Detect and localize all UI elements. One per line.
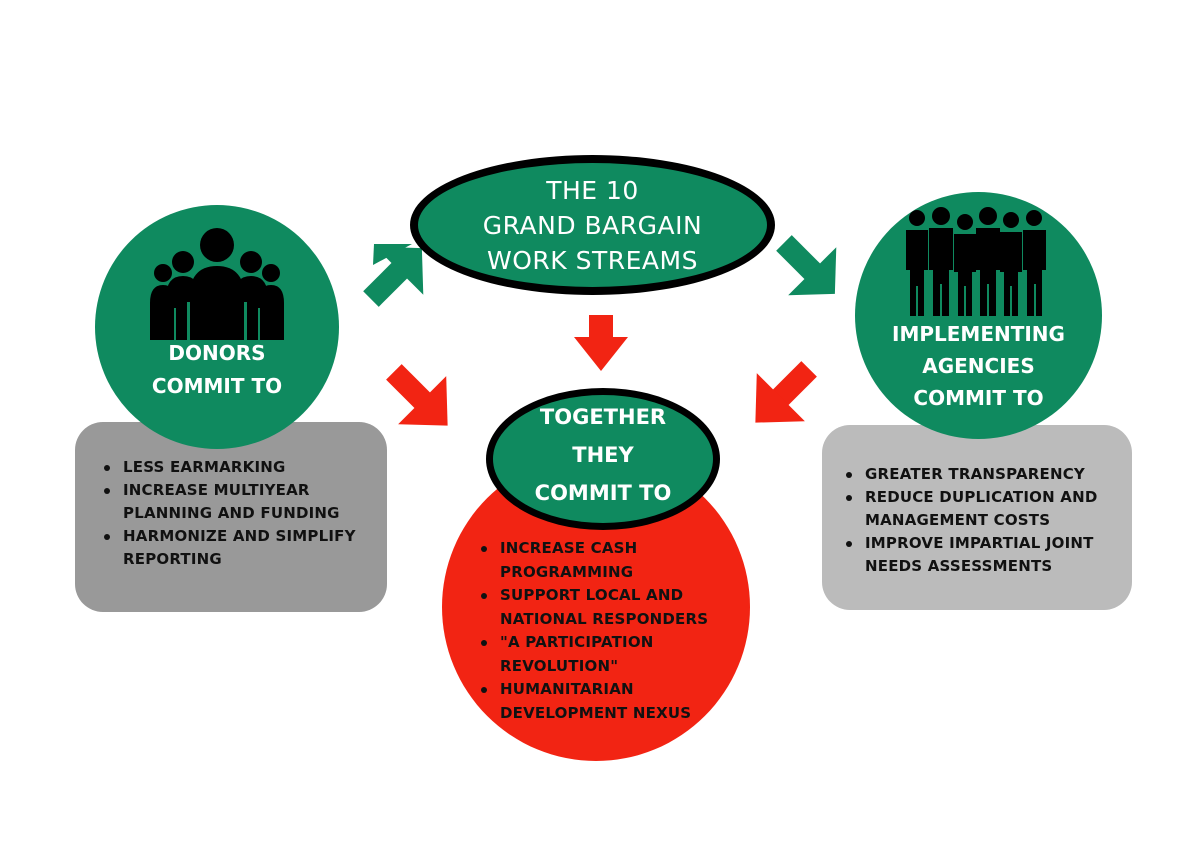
people-crowd-icon bbox=[906, 207, 1046, 316]
donors-commitments-box bbox=[75, 422, 387, 612]
work-streams-line-1: THE 10 bbox=[546, 175, 639, 205]
red-arrow-right bbox=[755, 361, 817, 423]
work-streams-line-3: WORK STREAMS bbox=[487, 245, 698, 275]
work-streams-oval: THE 10 GRAND BARGAIN WORK STREAMS bbox=[410, 155, 775, 295]
donors-commitments-list: LESS EARMARKING INCREASE MULTIYEAR PLANN… bbox=[100, 456, 380, 571]
agencies-item-1: GREATER TRANSPARENCY bbox=[842, 463, 1127, 486]
joint-item-3: "A PARTICIPATION REVOLUTION" bbox=[477, 631, 737, 678]
agencies-item-3: IMPROVE IMPARTIAL JOINT NEEDS ASSESSMENT… bbox=[842, 532, 1127, 578]
green-arrow-left bbox=[363, 246, 424, 307]
agencies-commitments-box bbox=[822, 425, 1132, 610]
red-arrow-left bbox=[386, 364, 448, 426]
agencies-item-2: REDUCE DUPLICATION AND MANAGEMENT COSTS bbox=[842, 486, 1127, 532]
donors-label-line-2: COMMIT TO bbox=[151, 374, 283, 398]
donors-label: DONORS COMMIT TO bbox=[95, 337, 339, 403]
agencies-label-line-1: IMPLEMENTING bbox=[892, 322, 1065, 346]
agencies-label-line-2: AGENCIES bbox=[922, 354, 1035, 378]
joint-item-1: INCREASE CASH PROGRAMMING bbox=[477, 537, 737, 584]
together-label-line-1: TOGETHER bbox=[539, 405, 667, 429]
joint-item-2: SUPPORT LOCAL AND NATIONAL RESPONDERS bbox=[477, 584, 737, 631]
green-arrow-right bbox=[776, 235, 837, 296]
work-streams-line-2: GRAND BARGAIN bbox=[482, 210, 703, 240]
people-group-icon bbox=[150, 228, 284, 340]
joint-item-4: HUMANITARIAN DEVELOPMENT NEXUS bbox=[477, 678, 737, 725]
donors-label-line-1: DONORS bbox=[168, 341, 266, 365]
donors-item-1: LESS EARMARKING bbox=[100, 456, 380, 479]
together-label: TOGETHER THEY COMMIT TO bbox=[486, 398, 720, 512]
together-label-line-3: COMMIT TO bbox=[534, 481, 672, 505]
together-label-line-2: THEY bbox=[572, 443, 634, 467]
donors-item-2: INCREASE MULTIYEAR PLANNING AND FUNDING bbox=[100, 479, 380, 525]
together-oval bbox=[486, 388, 720, 530]
red-arrow-center bbox=[574, 315, 628, 371]
agencies-label: IMPLEMENTING AGENCIES COMMIT TO bbox=[855, 318, 1102, 414]
agencies-commitments-list: GREATER TRANSPARENCY REDUCE DUPLICATION … bbox=[842, 463, 1127, 578]
donors-item-3: HARMONIZE AND SIMPLIFY REPORTING bbox=[100, 525, 380, 571]
agencies-label-line-3: COMMIT TO bbox=[913, 386, 1044, 410]
joint-commitments-list: INCREASE CASH PROGRAMMING SUPPORT LOCAL … bbox=[477, 537, 737, 725]
